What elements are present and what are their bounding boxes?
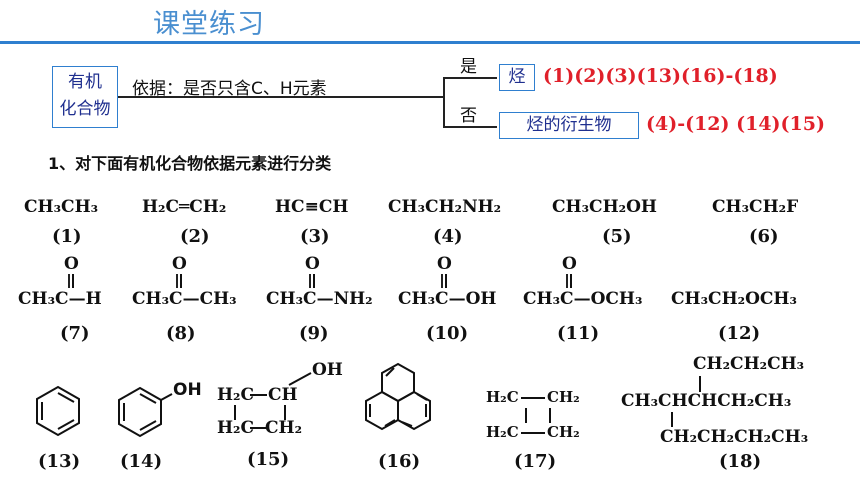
tree-main-line bbox=[118, 96, 444, 98]
compound-5-formula: CH₃CH₂OH bbox=[552, 197, 657, 217]
compound-6-number: (6) bbox=[749, 226, 779, 247]
compound-17-ch2-bottom: CH₂ bbox=[547, 423, 580, 441]
compound-15-ch: CH bbox=[268, 385, 298, 405]
compound-17-h2c-bottom: H₂C bbox=[486, 423, 519, 441]
derivative-box: 烃的衍生物 bbox=[499, 112, 639, 139]
compound-9-number: (9) bbox=[299, 323, 329, 344]
compound-4-number: (4) bbox=[433, 226, 463, 247]
compound-7-number: (7) bbox=[60, 323, 90, 344]
compound-8-oxygen: O bbox=[172, 254, 187, 274]
compound-7-formula: CH₃C—H bbox=[18, 289, 102, 309]
compound-8-number: (8) bbox=[166, 323, 196, 344]
compound-7-double-bond bbox=[68, 274, 70, 288]
benzene-structure bbox=[36, 385, 80, 437]
compound-2-number: (2) bbox=[180, 226, 210, 247]
compound-10-double-bond bbox=[441, 274, 443, 288]
no-label: 否 bbox=[460, 106, 477, 126]
tree-vertical-line bbox=[443, 77, 445, 127]
compound-10-formula: CH₃C—OH bbox=[398, 289, 497, 309]
compound-4-formula: CH₃CH₂NH₂ bbox=[388, 197, 502, 217]
compound-8-formula: CH₃C—CH₃ bbox=[132, 289, 237, 309]
compound-11-number: (11) bbox=[557, 323, 600, 344]
compound-15-oh: OH bbox=[312, 360, 343, 380]
compound-13-number: (13) bbox=[38, 451, 81, 472]
tree-no-branch bbox=[443, 126, 497, 128]
compound-18-bonds bbox=[671, 376, 701, 427]
tree-yes-branch bbox=[443, 77, 497, 79]
compound-9-oxygen: O bbox=[305, 254, 320, 274]
compound-8-double-bond bbox=[176, 274, 178, 288]
compound-11-double-bond bbox=[566, 274, 568, 288]
compound-10-number: (10) bbox=[426, 323, 469, 344]
compound-3-formula: HC≡CH bbox=[275, 197, 349, 217]
compound-17-h2c-top: H₂C bbox=[486, 388, 519, 406]
hydrocarbon-answer: (1)(2)(3)(13)(16)-(18) bbox=[543, 65, 778, 87]
compound-15-ch2: CH₂ bbox=[265, 418, 303, 438]
compound-17-bonds bbox=[521, 397, 551, 434]
compound-3-number: (3) bbox=[300, 226, 330, 247]
phenalene-structure bbox=[365, 362, 431, 431]
derivative-answer: (4)-(12) (14)(15) bbox=[646, 113, 825, 135]
compound-9-formula: CH₃C—NH₂ bbox=[266, 289, 373, 309]
compound-15-h2c-top: H₂C bbox=[217, 385, 255, 405]
compound-14-number: (14) bbox=[120, 451, 163, 472]
compound-11-formula: CH₃C—OCH₃ bbox=[523, 289, 643, 309]
compound-15-number: (15) bbox=[247, 449, 290, 470]
yes-label: 是 bbox=[460, 57, 477, 77]
compound-10-oxygen: O bbox=[437, 254, 452, 274]
compound-12-formula: CH₃CH₂OCH₃ bbox=[671, 289, 797, 309]
compound-18-top-branch: CH₂CH₂CH₃ bbox=[693, 354, 805, 374]
compound-11-oxygen: O bbox=[562, 254, 577, 274]
compound-15-h2c-bottom: H₂C bbox=[217, 418, 255, 438]
phenol-structure bbox=[118, 386, 173, 438]
phenol-oh-label: OH bbox=[173, 380, 202, 400]
organic-compound-box: 有机 化合物 bbox=[52, 66, 118, 128]
compound-18-number: (18) bbox=[719, 451, 762, 472]
compound-2-formula: H₂C═CH₂ bbox=[142, 197, 227, 217]
compound-9-double-bond bbox=[309, 274, 311, 288]
title-divider bbox=[0, 41, 860, 44]
compound-18-bottom-branch: CH₂CH₂CH₂CH₃ bbox=[660, 427, 809, 447]
page-title: 课堂练习 bbox=[153, 9, 265, 40]
compound-1-number: (1) bbox=[52, 226, 82, 247]
basis-text: 依据：是否只含C、H元素 bbox=[132, 79, 327, 99]
compound-5-number: (5) bbox=[602, 226, 632, 247]
compound-18-main-chain: CH₃CHCHCH₂CH₃ bbox=[621, 391, 792, 411]
compound-16-number: (16) bbox=[378, 451, 421, 472]
compound-6-formula: CH₃CH₂F bbox=[712, 197, 799, 217]
compound-17-ch2-top: CH₂ bbox=[547, 388, 580, 406]
compound-1-formula: CH₃CH₃ bbox=[24, 197, 99, 217]
compound-17-number: (17) bbox=[514, 451, 557, 472]
question-text: 1、对下面有机化合物依据元素进行分类 bbox=[48, 154, 332, 173]
compound-15-bonds bbox=[234, 372, 312, 429]
compound-7-oxygen: O bbox=[64, 254, 79, 274]
compound-12-number: (12) bbox=[718, 323, 761, 344]
hydrocarbon-box: 烃 bbox=[499, 64, 535, 91]
